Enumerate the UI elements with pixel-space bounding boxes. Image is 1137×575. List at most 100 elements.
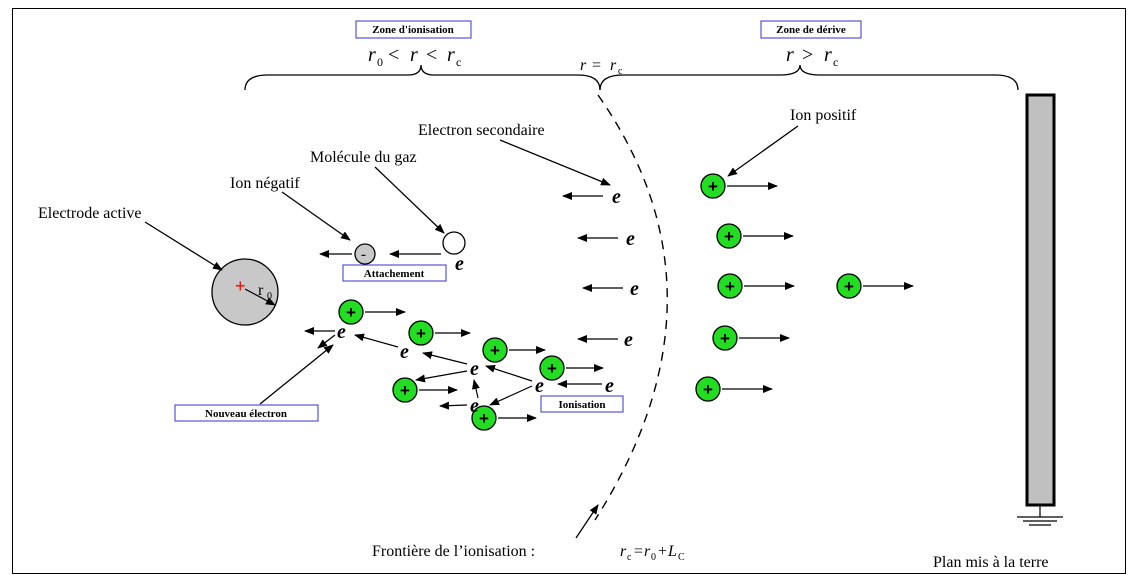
positive-ion: + [695, 376, 773, 402]
svg-text:c: c [456, 55, 461, 69]
svg-text:0: 0 [651, 552, 656, 563]
svg-text:r: r [580, 57, 587, 74]
zone-ionisation-box [355, 20, 472, 39]
avalanche-positive-ion: + [482, 337, 546, 363]
avalanche-electron: e [400, 341, 409, 363]
electron-secondaire-label: Electron secondaire [418, 122, 545, 139]
svg-text:C: C [678, 552, 685, 563]
secondary-electron: e [582, 278, 639, 300]
plan-label: Plan mis à la terre [933, 554, 1049, 571]
positive-ion: + [717, 273, 795, 299]
secondary-electron: e [577, 329, 633, 351]
svg-text:+: + [844, 277, 854, 296]
svg-text:+: + [708, 177, 718, 196]
svg-text:c: c [627, 552, 632, 563]
avalanche-electron: e [605, 375, 614, 397]
zone-derive-label: Zone de dérive [776, 24, 846, 36]
ionisation-box [540, 395, 624, 413]
zone-derive-condition: r > r c [786, 44, 838, 69]
svg-text:+: + [658, 543, 667, 560]
svg-text:c: c [833, 55, 838, 69]
frontiere-arrow [575, 504, 599, 539]
molecule-gaz-label: Molécule du gaz [310, 149, 417, 166]
svg-text:e: e [626, 228, 635, 250]
positive-ion: + [836, 273, 914, 299]
nouveau-electron-label: Nouveau électron [205, 408, 287, 420]
molecule-label-arrow [374, 166, 445, 234]
svg-text:r: r [620, 543, 627, 560]
brace-ionisation [244, 64, 601, 91]
attachement-label: Attachement [364, 268, 425, 280]
brace-derive [599, 64, 1019, 91]
svg-text:+: + [725, 277, 735, 296]
ion-positif-label: Ion positif [790, 107, 857, 124]
ion-positif-arrow [727, 125, 799, 177]
negative-ion [354, 243, 376, 265]
negative-ion-sign: - [361, 247, 366, 263]
svg-text:0: 0 [377, 55, 383, 69]
svg-text:r: r [368, 44, 376, 66]
svg-text:e: e [612, 186, 621, 208]
attachment-electron: e [455, 253, 464, 275]
svg-text:>: > [802, 44, 813, 66]
grounded-plane [1025, 93, 1056, 507]
electrode-plus-sign: + [235, 276, 246, 296]
gas-molecule [442, 231, 466, 255]
ion-negatif-label-arrow [281, 191, 351, 241]
electrode-radius-label: r [258, 282, 264, 299]
ionisation-label: Ionisation [558, 399, 605, 411]
svg-text:<: < [388, 44, 399, 66]
avalanche-positive-ion: + [408, 320, 471, 346]
electrode-label-arrow [144, 221, 223, 271]
avalanche-electron: e [470, 395, 479, 417]
frontiere-label: Frontière de l’ionisation : r c = r 0 + … [372, 543, 685, 563]
svg-text:e: e [624, 329, 633, 351]
svg-text:Frontière de l’ionisation :: Frontière de l’ionisation : [372, 543, 535, 560]
avalanche-electron: e [535, 375, 544, 397]
secondary-electron: e [562, 186, 621, 208]
electron-secondaire-arrow [499, 139, 611, 186]
svg-text:r: r [644, 543, 651, 560]
diagram-frame [12, 8, 1126, 574]
positive-ion: + [712, 325, 790, 351]
boundary-label: r = r c [580, 57, 623, 77]
svg-text:=: = [634, 543, 643, 560]
svg-text:c: c [618, 66, 623, 77]
secondary-electron: e [577, 228, 635, 250]
svg-text:r: r [447, 44, 455, 66]
svg-text:r: r [610, 57, 617, 74]
svg-text:+: + [720, 329, 730, 348]
avalanche-positive-ion: + [338, 299, 406, 325]
ionisation-boundary-arc [594, 94, 668, 521]
svg-text:r: r [824, 44, 832, 66]
active-electrode [211, 258, 279, 326]
svg-text:+: + [490, 341, 500, 360]
nouveau-electron-box [174, 404, 319, 422]
positive-ion: + [716, 223, 794, 249]
svg-text:+: + [346, 303, 356, 322]
zone-derive-box [760, 20, 862, 39]
svg-text:+: + [547, 359, 557, 378]
ground-symbol [1017, 505, 1063, 526]
svg-text:r: r [410, 44, 418, 66]
avalanche-electron: e [337, 321, 346, 343]
nouveau-electron-arrow [259, 344, 334, 405]
avalanche-positive-ion: + [471, 405, 537, 431]
svg-text:r: r [786, 44, 794, 66]
avalanche-positive-ion: + [392, 377, 458, 403]
avalanche-arrows [304, 327, 602, 410]
svg-text:=: = [592, 57, 601, 74]
avalanche-positive-ion: + [539, 355, 604, 381]
avalanche-electron: e [470, 358, 479, 380]
zone-ionisation-condition: r 0 < r < r c [368, 44, 461, 69]
svg-text:e: e [630, 278, 639, 300]
electrode-radius-arrow [244, 288, 276, 306]
svg-text:+: + [724, 227, 734, 246]
svg-text:L: L [667, 543, 677, 560]
electrode-radius-sub: 0 [267, 291, 272, 302]
ion-negatif-label: Ion négatif [230, 175, 300, 192]
positive-ion: + [700, 173, 778, 199]
svg-text:+: + [400, 381, 410, 400]
attachement-box [342, 264, 447, 282]
svg-text:+: + [479, 409, 489, 428]
